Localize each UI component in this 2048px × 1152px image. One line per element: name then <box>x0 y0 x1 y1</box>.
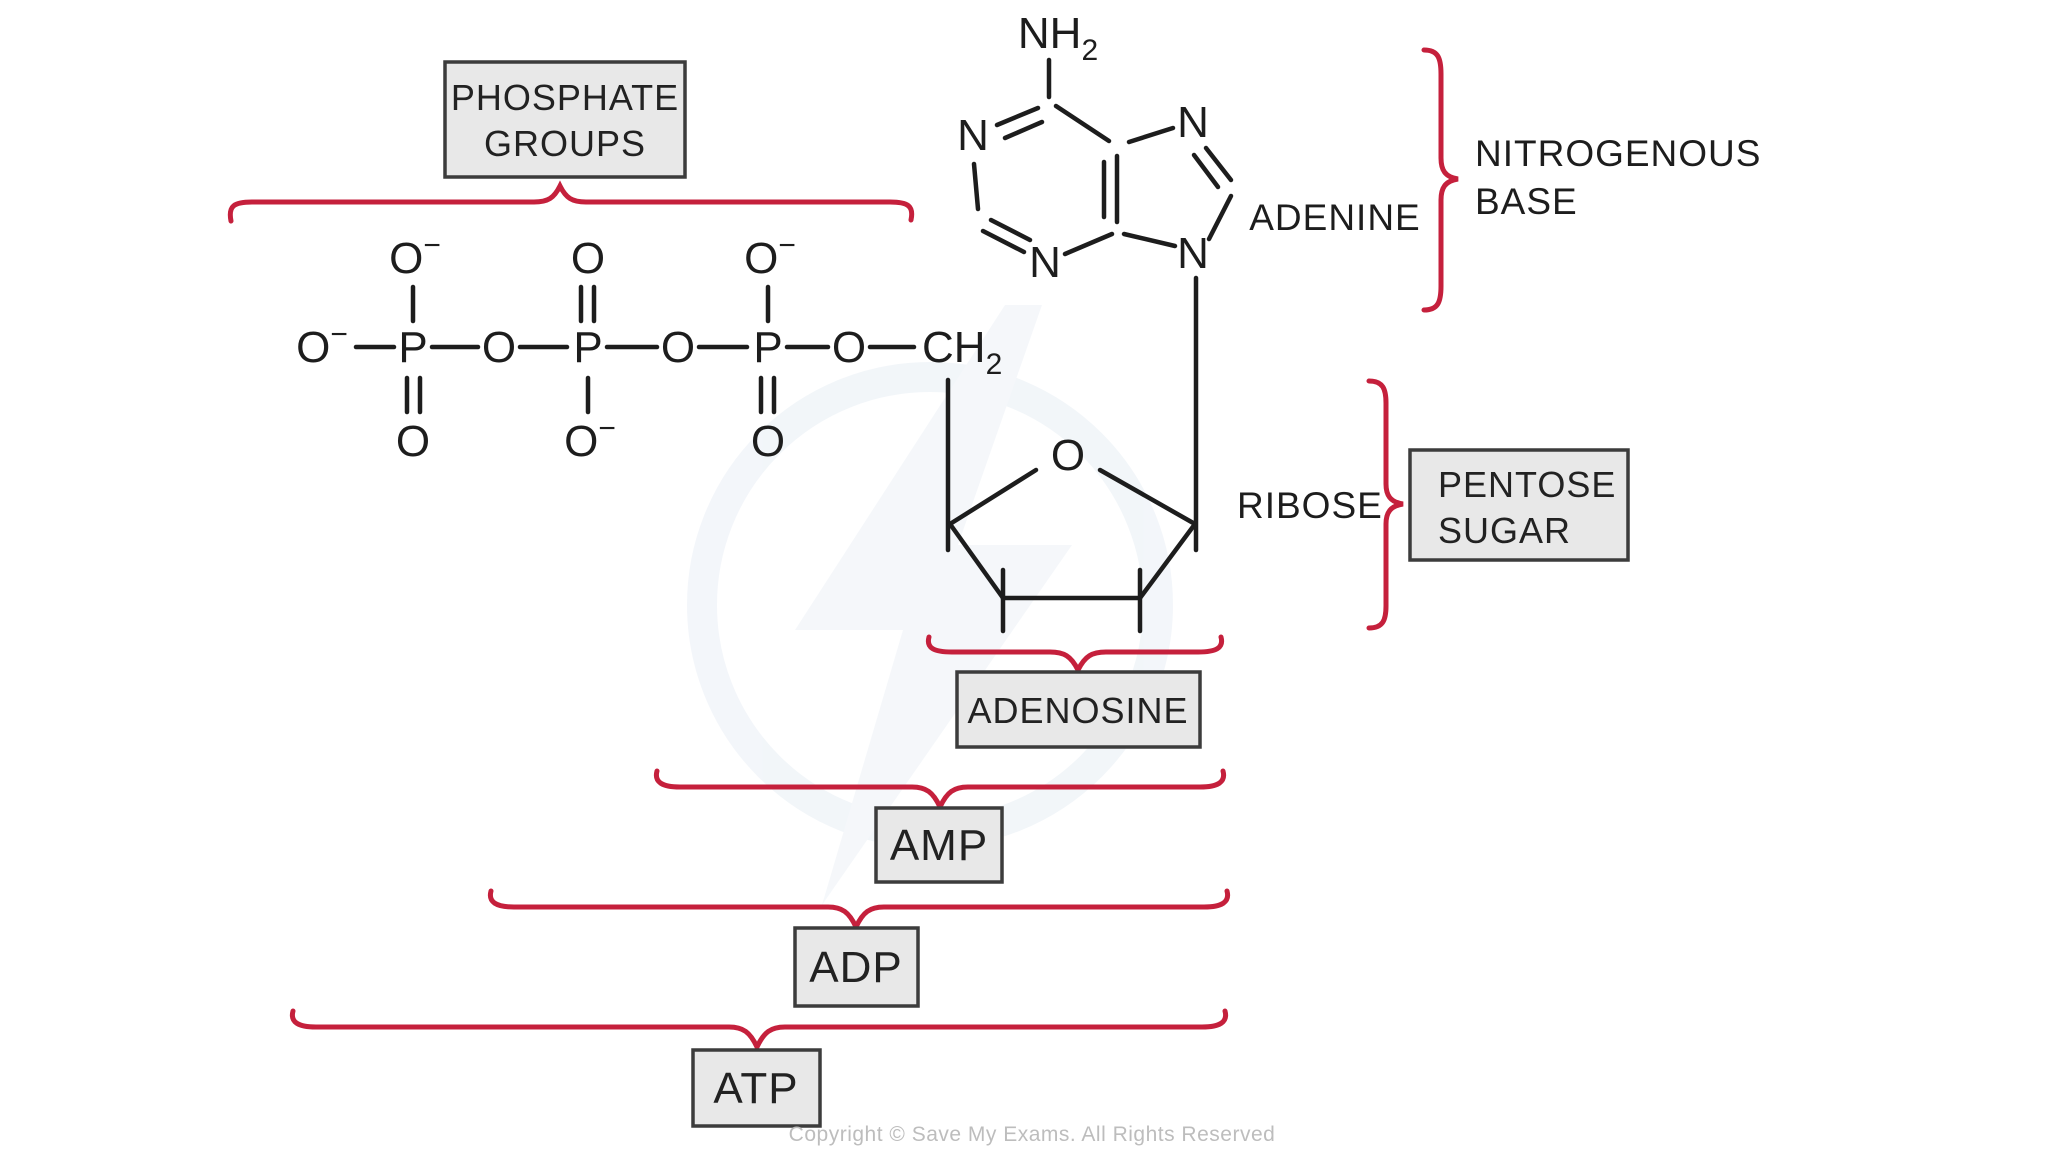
ring-edge <box>1137 521 1198 601</box>
atp-box-label: ATP <box>713 1064 798 1113</box>
phosphate-groups-box-label-line2: GROUPS <box>484 123 646 164</box>
bond <box>1053 103 1112 144</box>
pentose-sugar-box-rect <box>1408 448 1630 562</box>
atom-o-minus-top1: O− <box>389 229 441 283</box>
adp-brace <box>487 888 1231 933</box>
phosphate-groups-box-label-line1: PHOSPHATE <box>451 77 679 118</box>
adenosine-box-label: ADENOSINE <box>967 690 1188 731</box>
atom-o-bridge3: O <box>832 323 866 372</box>
atom-o-minus-top3: O− <box>744 229 796 283</box>
copyright-text: Copyright © Save My Exams. All Rights Re… <box>789 1123 1276 1146</box>
atp-brace <box>289 1008 1229 1053</box>
adp-box-label: ADP <box>809 943 902 992</box>
adp-box-rect <box>793 926 920 1008</box>
phosphate-chain: O− P O P O P O CH2 O− O O O− O− O <box>296 229 1002 466</box>
pentose-sugar-brace <box>1366 378 1404 631</box>
bond-double <box>994 105 1041 128</box>
amp-brace <box>653 768 1227 813</box>
adp-box: ADP <box>793 926 920 1008</box>
adenine-structure: NH2 N N N N <box>957 9 1234 553</box>
atom-n3: N <box>1029 238 1061 287</box>
bond <box>1126 125 1176 145</box>
atom-n9: N <box>1177 229 1209 278</box>
atom-o-minus-left: O− <box>296 318 348 372</box>
atom-p3: P <box>753 323 782 372</box>
atom-n7: N <box>1177 98 1209 147</box>
atom-ch2: CH2 <box>922 323 1002 381</box>
amp-box-label: AMP <box>890 821 988 870</box>
bond-double <box>1203 145 1234 183</box>
bond-double <box>1191 152 1221 190</box>
atom-p1: P <box>398 323 427 372</box>
ribose-label: RIBOSE <box>1237 485 1383 526</box>
watermark-lightning-bolt-icon <box>795 305 1072 905</box>
bond-double <box>980 228 1027 255</box>
nitrogenous-base-label-line1: NITROGENOUS <box>1475 133 1761 174</box>
pentose-sugar-box: PENTOSE SUGAR <box>1408 448 1630 562</box>
adenine-label: ADENINE <box>1249 197 1420 238</box>
phosphate-groups-box-rect <box>443 60 687 179</box>
bond <box>971 161 981 212</box>
adenosine-box: ADENOSINE <box>955 670 1202 749</box>
ring-edge <box>1097 467 1198 527</box>
atom-p2: P <box>573 323 602 372</box>
amp-box-rect <box>874 806 1004 884</box>
atom-n1: N <box>957 111 989 160</box>
atom-nh2: NH2 <box>1018 9 1098 67</box>
atom-o-minus-bottom2: O− <box>564 412 616 466</box>
atom-o-bridge2: O <box>661 323 695 372</box>
bond <box>1121 231 1178 249</box>
atom-o-bottom3: O <box>751 417 785 466</box>
atom-o-bottom1: O <box>396 417 430 466</box>
atom-o-ring: O <box>1051 431 1085 480</box>
ribose-ring: O <box>945 377 1198 634</box>
nitrogenous-base-label-line2: BASE <box>1475 181 1578 222</box>
nitrogenous-base-brace <box>1421 47 1459 313</box>
ring-edge <box>947 521 1006 601</box>
phosphate-groups-brace <box>227 180 915 224</box>
pentose-sugar-box-label-line2: SUGAR <box>1438 510 1571 551</box>
bond-double <box>988 217 1033 243</box>
adenosine-box-rect <box>955 670 1202 749</box>
adenosine-brace <box>925 634 1225 676</box>
bond <box>1206 193 1234 242</box>
amp-box: AMP <box>874 806 1004 884</box>
ring-edge <box>947 467 1039 527</box>
atom-o-bridge1: O <box>482 323 516 372</box>
pentose-sugar-box-label-line1: PENTOSE <box>1438 464 1616 505</box>
bond <box>1062 231 1115 257</box>
bond-double <box>1002 119 1045 141</box>
phosphate-groups-box: PHOSPHATE GROUPS <box>443 60 687 179</box>
atom-o-top2: O <box>571 234 605 283</box>
atp-box: ATP <box>691 1048 822 1128</box>
atp-box-rect <box>691 1048 822 1128</box>
